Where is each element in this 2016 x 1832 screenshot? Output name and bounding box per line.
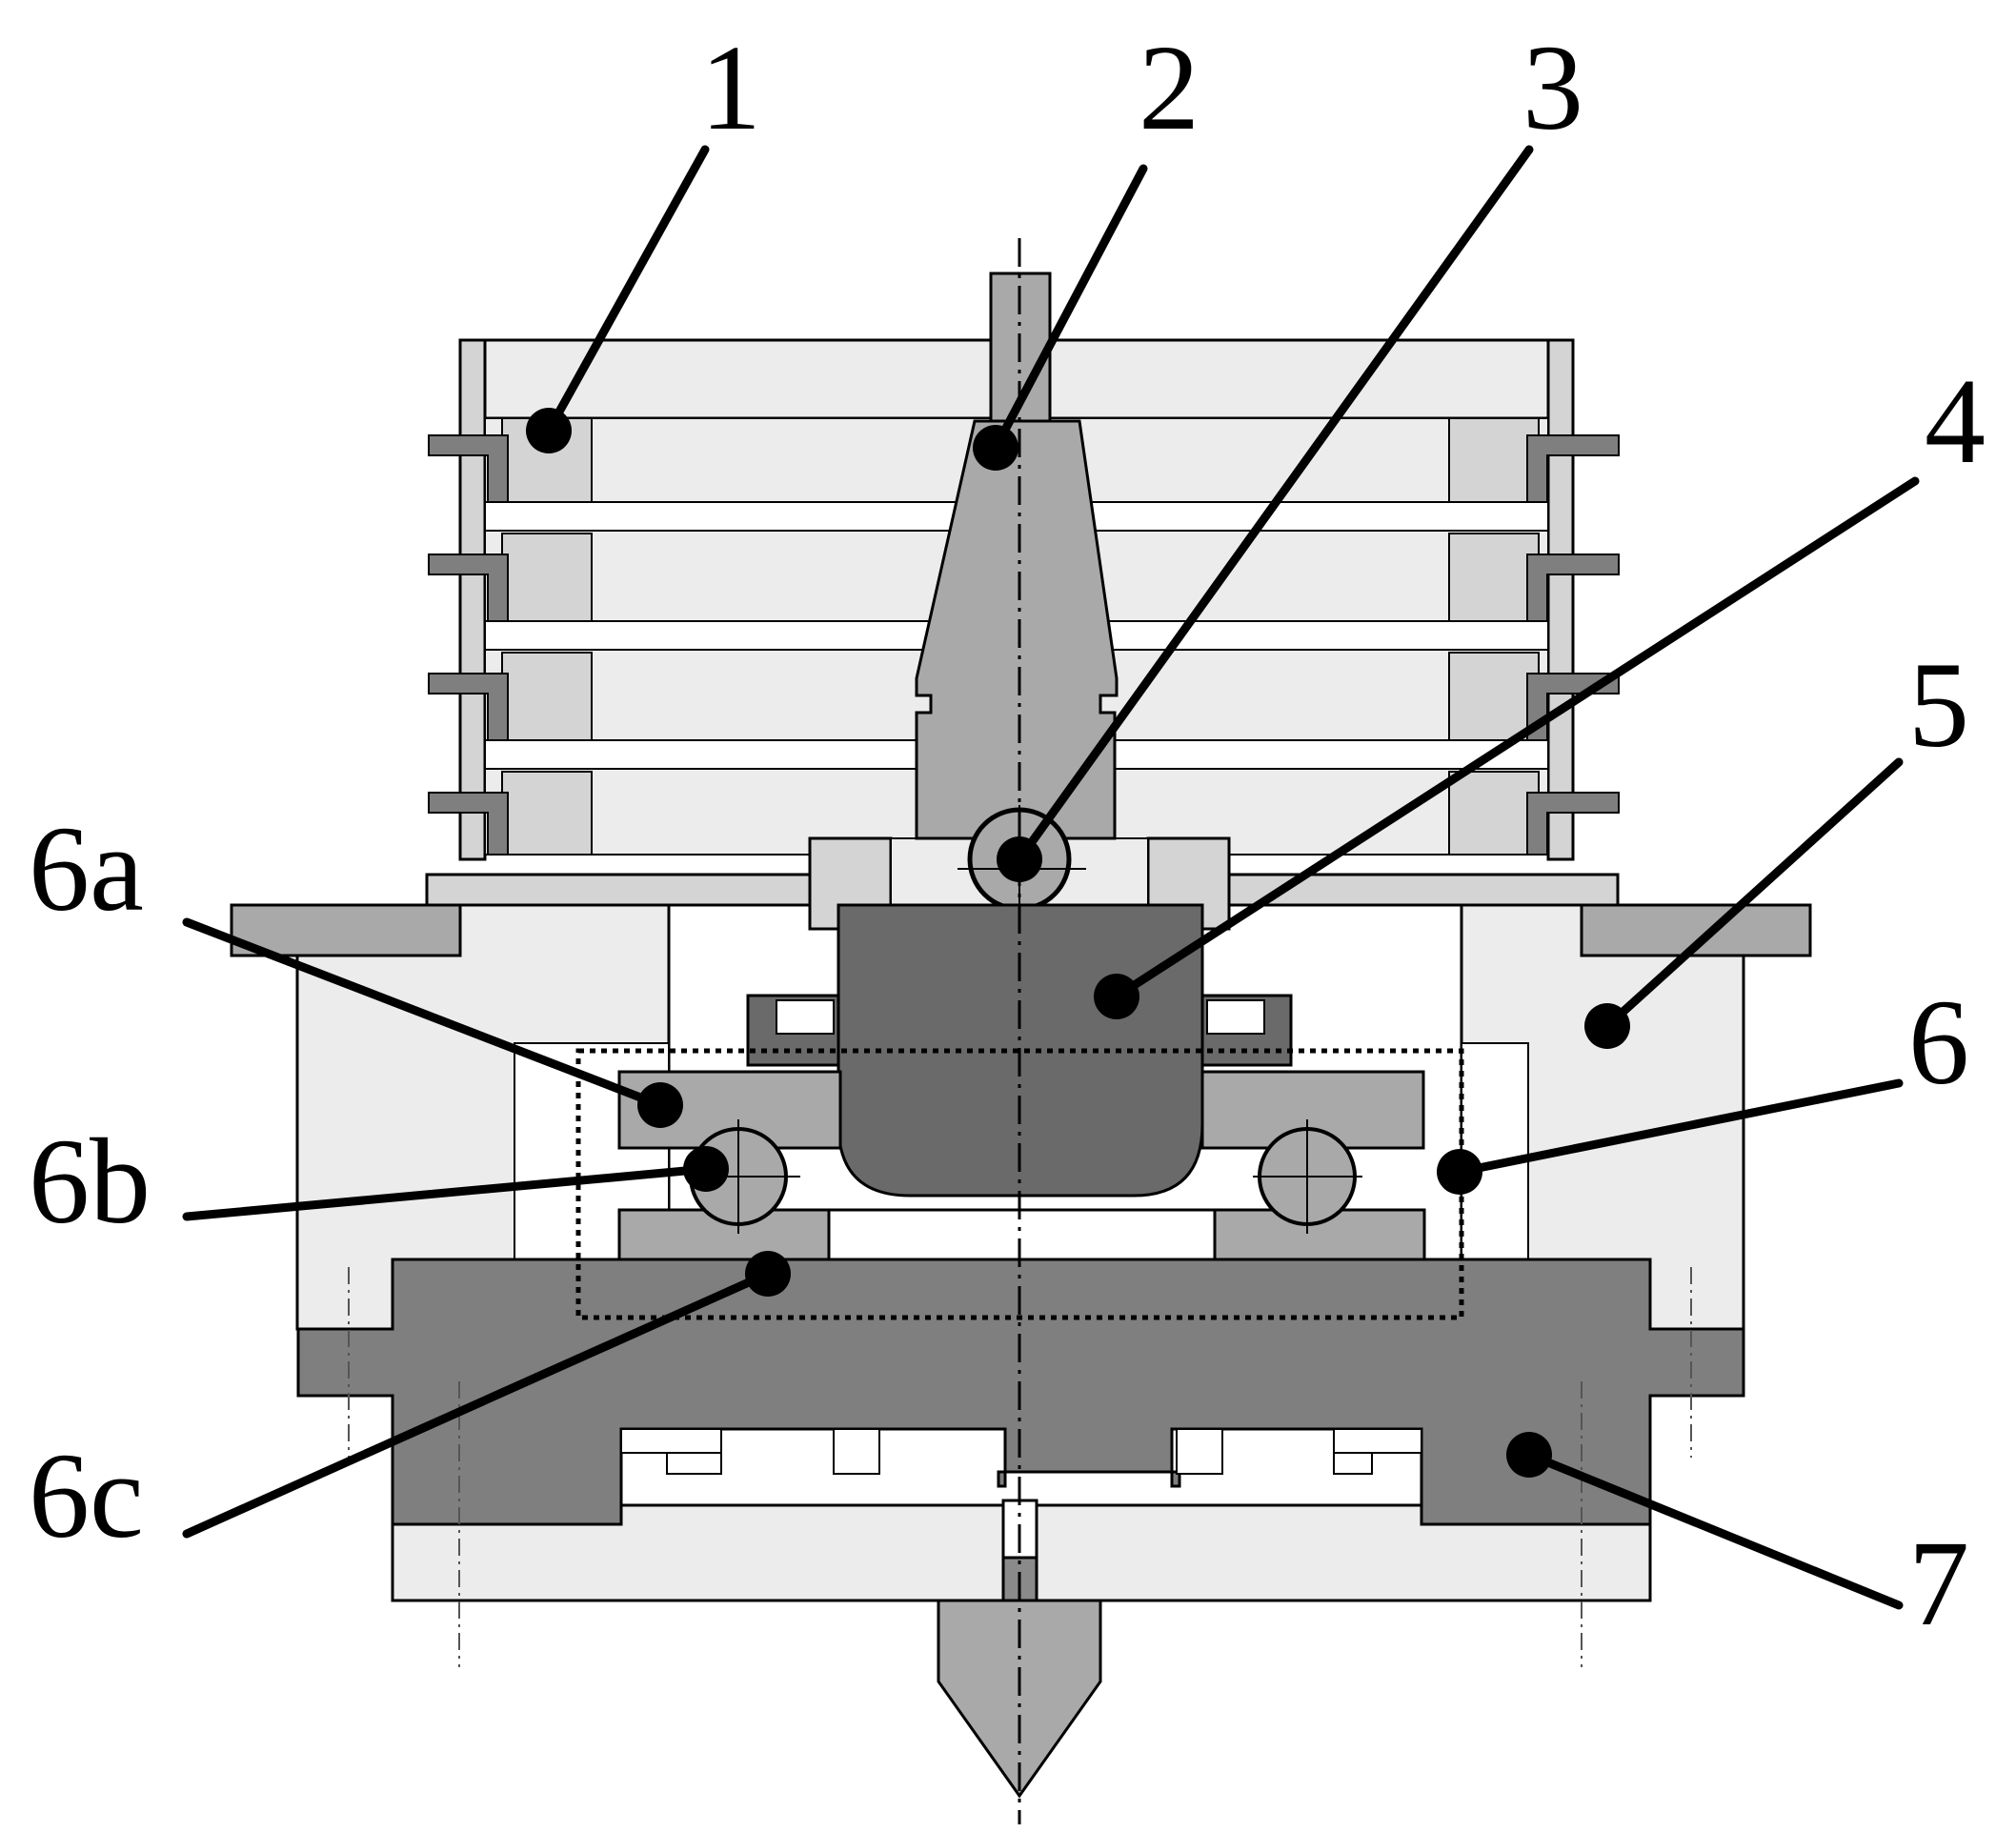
callout-6a: 6a: [29, 801, 144, 936]
flange-slot-right: [1206, 999, 1265, 1035]
callout-6c: 6c: [29, 1428, 144, 1563]
base-slot-3: [833, 1428, 880, 1475]
right-block-3: [1448, 652, 1540, 741]
base-slot-1: [620, 1428, 722, 1454]
base-slot-5: [1333, 1428, 1422, 1454]
callout-labels: 1 2 3 4 5 6 6a 6b 6c 7: [29, 20, 1986, 1651]
callout-6: 6: [1908, 975, 1969, 1110]
callout-6b: 6b: [29, 1114, 151, 1249]
left-block-2: [501, 533, 593, 622]
callout-1: 1: [700, 20, 761, 155]
left-flange: [230, 903, 462, 957]
stack-left-wall: [458, 338, 487, 861]
left-clip-4: [428, 792, 509, 856]
left-block-3: [501, 652, 593, 741]
left-clip-1: [428, 434, 509, 503]
right-block-1: [1448, 417, 1540, 503]
base-slot-2: [666, 1452, 722, 1475]
stack-right-wall: [1546, 338, 1575, 861]
callout-7: 7: [1908, 1516, 1969, 1651]
flange-slot-left: [776, 999, 835, 1035]
base-slot-6: [1333, 1452, 1373, 1475]
callout-leaders: [182, 145, 1920, 1610]
callout-5: 5: [1908, 637, 1969, 773]
right-block-4: [1448, 771, 1540, 856]
spindle-taper: [915, 419, 1119, 840]
base-slot-4: [1176, 1428, 1223, 1475]
probe-tip: [937, 1599, 1102, 1799]
right-clip-1: [1526, 434, 1620, 503]
left-block-4: [501, 771, 593, 856]
right-clip-4: [1526, 792, 1620, 856]
right-block-2: [1448, 533, 1540, 622]
housing-inner-right: [1461, 1042, 1529, 1263]
callout-4: 4: [1925, 353, 1986, 489]
callout-3: 3: [1522, 20, 1583, 155]
right-clip-2: [1526, 554, 1620, 622]
callout-2: 2: [1139, 20, 1200, 155]
left-clip-3: [428, 673, 509, 741]
left-clip-2: [428, 554, 509, 622]
